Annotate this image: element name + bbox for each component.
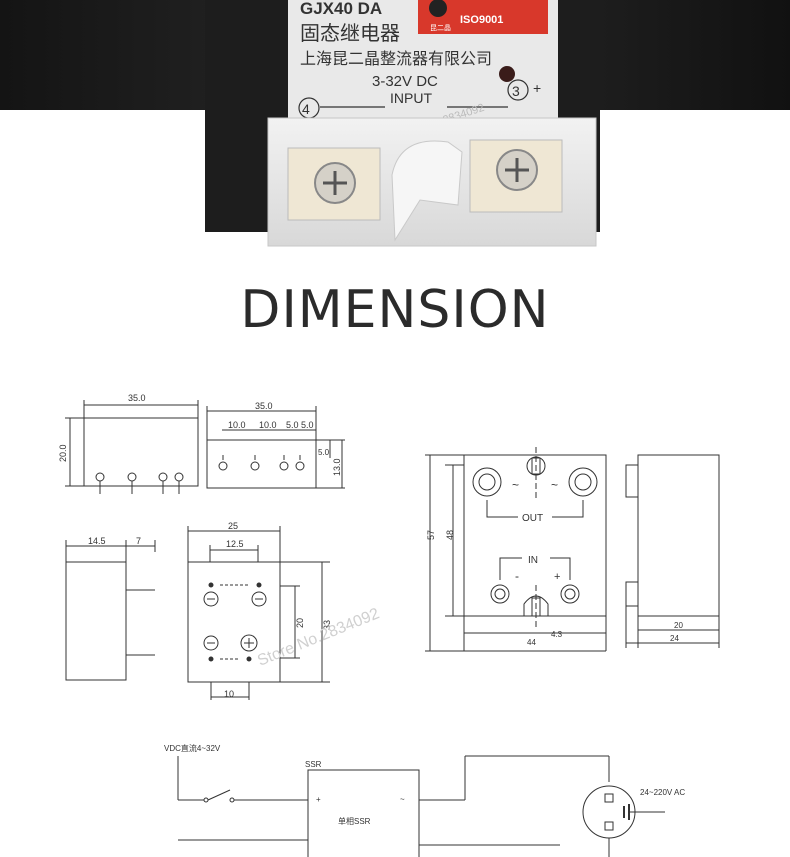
ssr-name: 单相SSR xyxy=(338,816,371,826)
large-front-h-inner-dim: 48 xyxy=(445,530,455,540)
large-side-view: 20 24 xyxy=(625,454,720,648)
out-tilde-left: ~ xyxy=(512,478,519,492)
product-photo: GJX40 DA 固态继电器 上海昆二晶整流器有限公司 昆二晶 ISO9001 … xyxy=(0,0,790,250)
front-width-dim: 35.0 xyxy=(128,393,146,403)
dc-supply-label: VDC直流4~32V xyxy=(164,743,221,753)
top-view: 35.0 10.0 10.0 5.0 5.0 5.0 13.0 xyxy=(206,401,345,489)
large-side-w-inner-dim: 20 xyxy=(674,621,683,630)
large-front-slot-dim: 4.3 xyxy=(551,630,563,639)
top-pitch1-dim: 10.0 xyxy=(228,420,246,430)
large-front-h-outer-dim: 57 xyxy=(426,530,436,540)
wiring-diagram: VDC直流4~32V SSR + ~ 单相SSR 24~220V AC xyxy=(164,743,685,857)
bottom-width-dim: 25 xyxy=(228,521,238,531)
bottom-view: 25 12.5 20 33 10 xyxy=(187,521,332,700)
top-pitch4-dim: 5.0 xyxy=(301,420,314,430)
top-pitch3-dim: 5.0 xyxy=(286,420,299,430)
side-a-dim: 14.5 xyxy=(88,536,106,546)
side-view: 14.5 7 xyxy=(65,536,156,681)
terminal-4-label: 4 xyxy=(302,101,310,117)
top-pitch2-dim: 10.0 xyxy=(259,420,277,430)
top-depth2-dim: 13.0 xyxy=(332,458,342,476)
side-b-dim: 7 xyxy=(136,536,141,546)
terminal-3-label: 3 xyxy=(512,83,520,99)
bottom-h1-dim: 20 xyxy=(295,618,305,628)
large-side-w-outer-dim: 24 xyxy=(670,634,679,643)
section-title: DIMENSION xyxy=(240,280,550,340)
relay-voltage-text: 3-32V DC xyxy=(372,73,438,90)
ac-supply-label: 24~220V AC xyxy=(640,788,685,797)
ssr-label: SSR xyxy=(305,760,322,769)
front-view: 35.0 20.0 xyxy=(58,393,199,494)
in-label: IN xyxy=(528,555,538,566)
top-width-dim: 35.0 xyxy=(255,401,273,411)
top-depth1-dim: 5.0 xyxy=(318,448,330,457)
ssr-plus-label: + xyxy=(316,795,321,804)
ssr-box xyxy=(307,769,420,857)
ssr-ac-label: ~ xyxy=(400,795,405,804)
drawing-watermark: Store No.2834092 xyxy=(255,605,382,669)
in-plus-label: + xyxy=(554,571,560,583)
relay-input-text: INPUT xyxy=(390,90,432,106)
relay-logo-text: 昆二晶 xyxy=(430,24,451,32)
bottom-h2-dim: 33 xyxy=(322,620,332,630)
in-minus-label: - xyxy=(515,569,519,583)
relay-model-text: GJX40 DA xyxy=(300,0,382,18)
bottom-foot-dim: 10 xyxy=(224,689,234,699)
relay-product-text: 固态继电器 xyxy=(300,22,400,45)
front-height-dim: 20.0 xyxy=(58,444,68,462)
bottom-inner-dim: 12.5 xyxy=(226,539,244,549)
relay-cover-flap xyxy=(391,140,463,242)
dimension-drawing: 35.0 20.0 35.0 10.0 10.0 5.0 5.0 5.0 13.… xyxy=(58,393,720,857)
large-front-view: 57 48 44 4.3 ~ ~ OUT IN - + xyxy=(425,447,607,652)
out-tilde-right: ~ xyxy=(551,478,558,492)
terminal-plus-label: + xyxy=(533,80,541,96)
out-label: OUT xyxy=(522,513,543,524)
relay-manufacturer-text: 上海昆二晶整流器有限公司 xyxy=(300,50,492,68)
relay-cert-text: ISO9001 xyxy=(460,14,503,26)
relay-led-indicator xyxy=(499,66,515,82)
large-front-w-inner-dim: 44 xyxy=(527,638,536,647)
